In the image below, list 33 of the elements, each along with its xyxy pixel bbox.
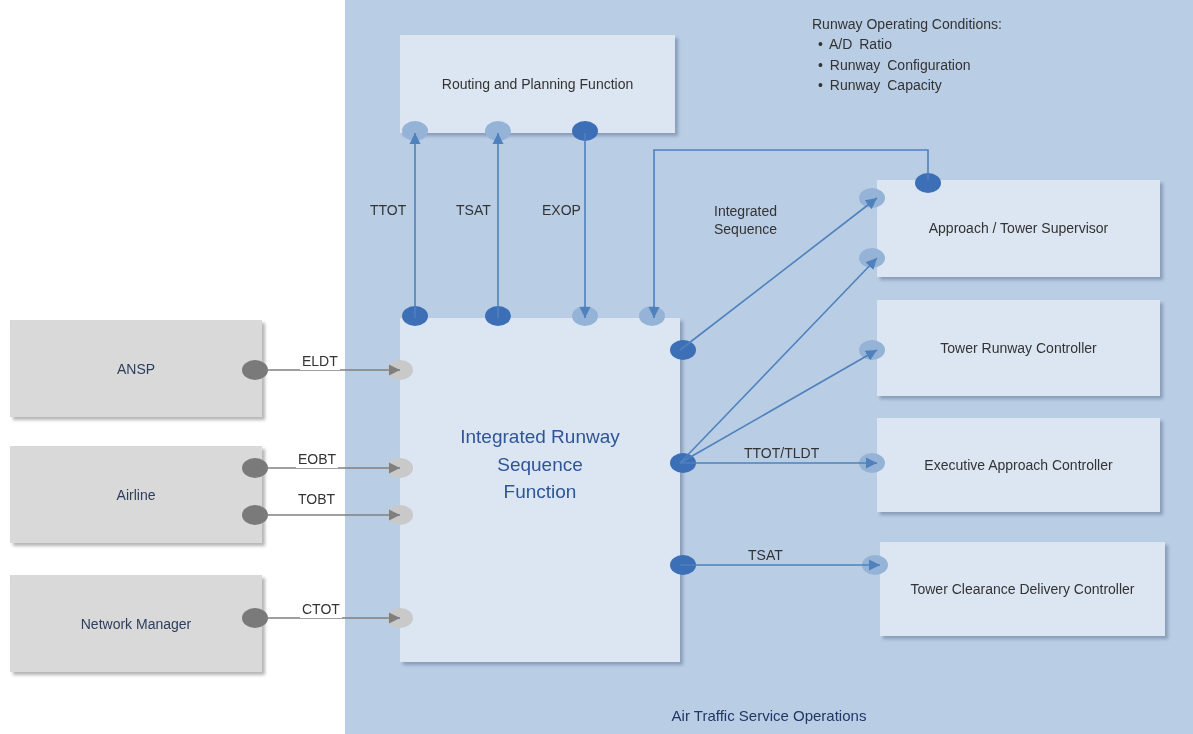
process-box — [877, 300, 1160, 396]
arrow — [679, 457, 878, 469]
list-item: • Runway Capacity — [817, 75, 943, 95]
process-box — [10, 320, 262, 417]
arrow — [492, 132, 504, 319]
node-label: ANSP — [116, 360, 156, 377]
node-label: Airline — [116, 486, 156, 503]
node-label: Approach / Tower Supervisor — [928, 219, 1109, 238]
note-heading: Runway Operating Conditions: — [812, 15, 1002, 34]
arrow — [648, 149, 929, 319]
list-item: • A/D Ratio — [817, 35, 893, 55]
process-box — [877, 180, 1160, 277]
list-item: • Runway Configuration — [817, 55, 972, 75]
process-box — [10, 575, 262, 672]
process-box — [10, 446, 262, 543]
arrow — [679, 197, 878, 351]
node-label: Network Manager — [80, 615, 192, 632]
node-label: Executive Approach Controller — [924, 455, 1113, 475]
group-panel — [345, 0, 1193, 734]
process-box — [400, 318, 680, 662]
arrow — [579, 132, 591, 319]
arrow — [679, 349, 878, 464]
process-box — [880, 542, 1165, 636]
node-label: Tower Runway Controller — [940, 338, 1097, 358]
arrow — [679, 559, 881, 571]
node-label: Integrated Runway Sequence Function — [460, 425, 620, 505]
node-label: Routing and Planning Function — [441, 74, 634, 94]
node-label: Tower Clearance Delivery Controller — [910, 579, 1135, 599]
process-box — [877, 418, 1160, 512]
process-box — [400, 35, 675, 133]
group-title: Air Traffic Service Operations — [671, 707, 867, 724]
arrow — [409, 132, 421, 319]
arrow — [679, 257, 878, 464]
